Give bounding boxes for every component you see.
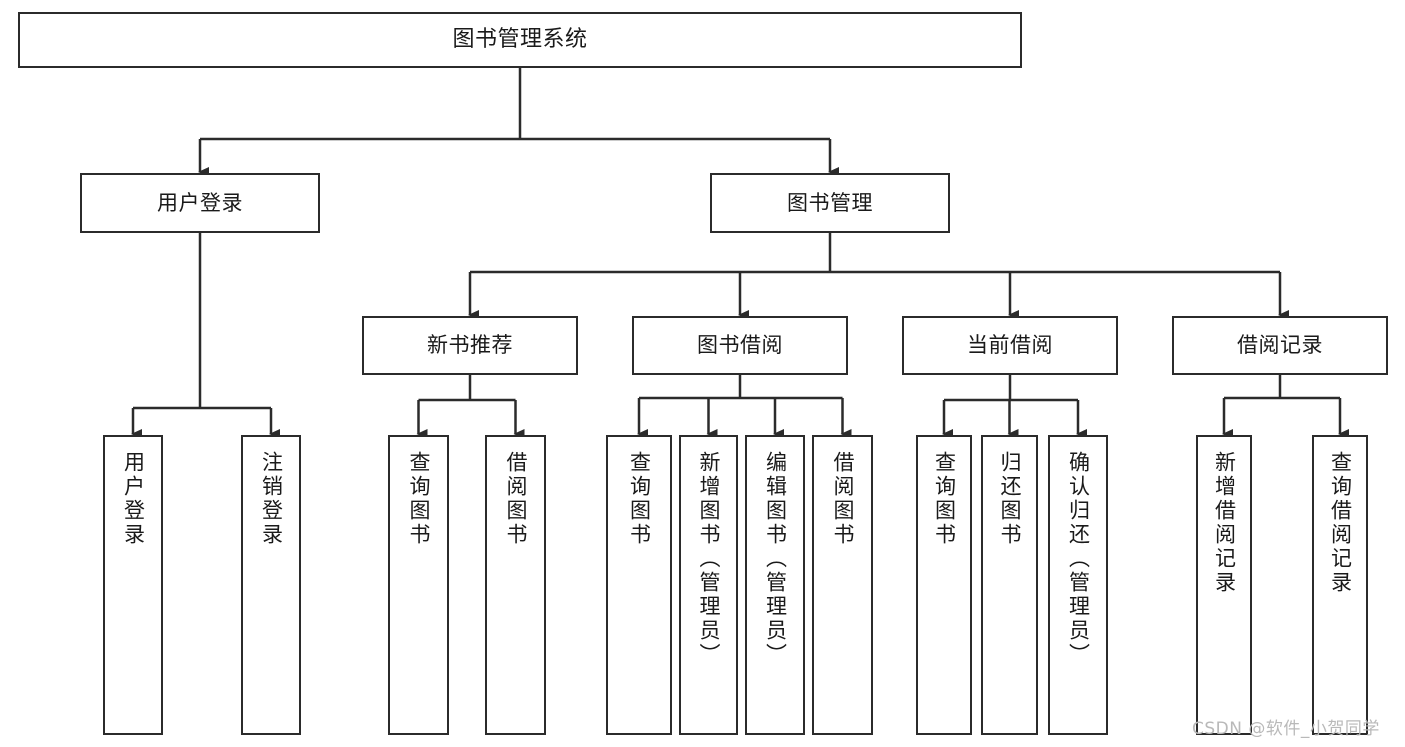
- node-label: 注销登录: [259, 451, 284, 547]
- node-leaf-9[interactable]: 查询图书: [916, 435, 972, 735]
- node-label: 归还图书: [998, 451, 1022, 547]
- node-label: 借阅图书: [831, 451, 855, 547]
- node-label: 确认归还（管理员）: [1066, 451, 1091, 667]
- edge-group: [131, 68, 1349, 439]
- node-leaf-4[interactable]: 借阅图书: [485, 435, 546, 735]
- node-label: 图书管理系统: [452, 26, 588, 52]
- node-leaf-13[interactable]: 查询借阅记录: [1312, 435, 1368, 735]
- node-label: 当前借阅: [967, 333, 1053, 358]
- node-label: 新书推荐: [427, 333, 513, 358]
- node-leaf-6[interactable]: 新增图书（管理员）: [679, 435, 738, 735]
- node-borrow[interactable]: 图书借阅: [632, 316, 848, 375]
- node-leaf-2[interactable]: 注销登录: [241, 435, 301, 735]
- node-label: 查询图书: [932, 451, 957, 547]
- node-root[interactable]: 图书管理系统: [18, 12, 1022, 68]
- node-leaf-7[interactable]: 编辑图书（管理员）: [745, 435, 805, 735]
- node-label: 用户登录: [157, 190, 243, 215]
- node-label: 借阅记录: [1237, 333, 1323, 358]
- node-newbook[interactable]: 新书推荐: [362, 316, 578, 375]
- node-leaf-10[interactable]: 归还图书: [981, 435, 1038, 735]
- node-leaf-12[interactable]: 新增借阅记录: [1196, 435, 1252, 735]
- node-label: 新增图书（管理员）: [697, 451, 721, 667]
- node-records[interactable]: 借阅记录: [1172, 316, 1388, 375]
- node-leaf-1[interactable]: 用户登录: [103, 435, 163, 735]
- node-leaf-5[interactable]: 查询图书: [606, 435, 672, 735]
- node-label: 查询借阅记录: [1328, 451, 1353, 595]
- node-label: 借阅图书: [504, 451, 528, 547]
- node-leaf-3[interactable]: 查询图书: [388, 435, 449, 735]
- node-leaf-8[interactable]: 借阅图书: [812, 435, 873, 735]
- watermark: CSDN @软件_小贺同学: [1192, 719, 1380, 739]
- node-bookmgmt[interactable]: 图书管理: [710, 173, 950, 233]
- node-label: 查询图书: [407, 451, 431, 547]
- node-label: 用户登录: [121, 451, 146, 547]
- node-label: 图书借阅: [697, 333, 783, 358]
- node-login[interactable]: 用户登录: [80, 173, 320, 233]
- node-label: 图书管理: [787, 190, 873, 215]
- node-leaf-11[interactable]: 确认归还（管理员）: [1048, 435, 1108, 735]
- node-current[interactable]: 当前借阅: [902, 316, 1118, 375]
- node-label: 新增借阅记录: [1212, 451, 1237, 595]
- node-label: 编辑图书（管理员）: [763, 451, 788, 667]
- node-label: 查询图书: [627, 451, 652, 547]
